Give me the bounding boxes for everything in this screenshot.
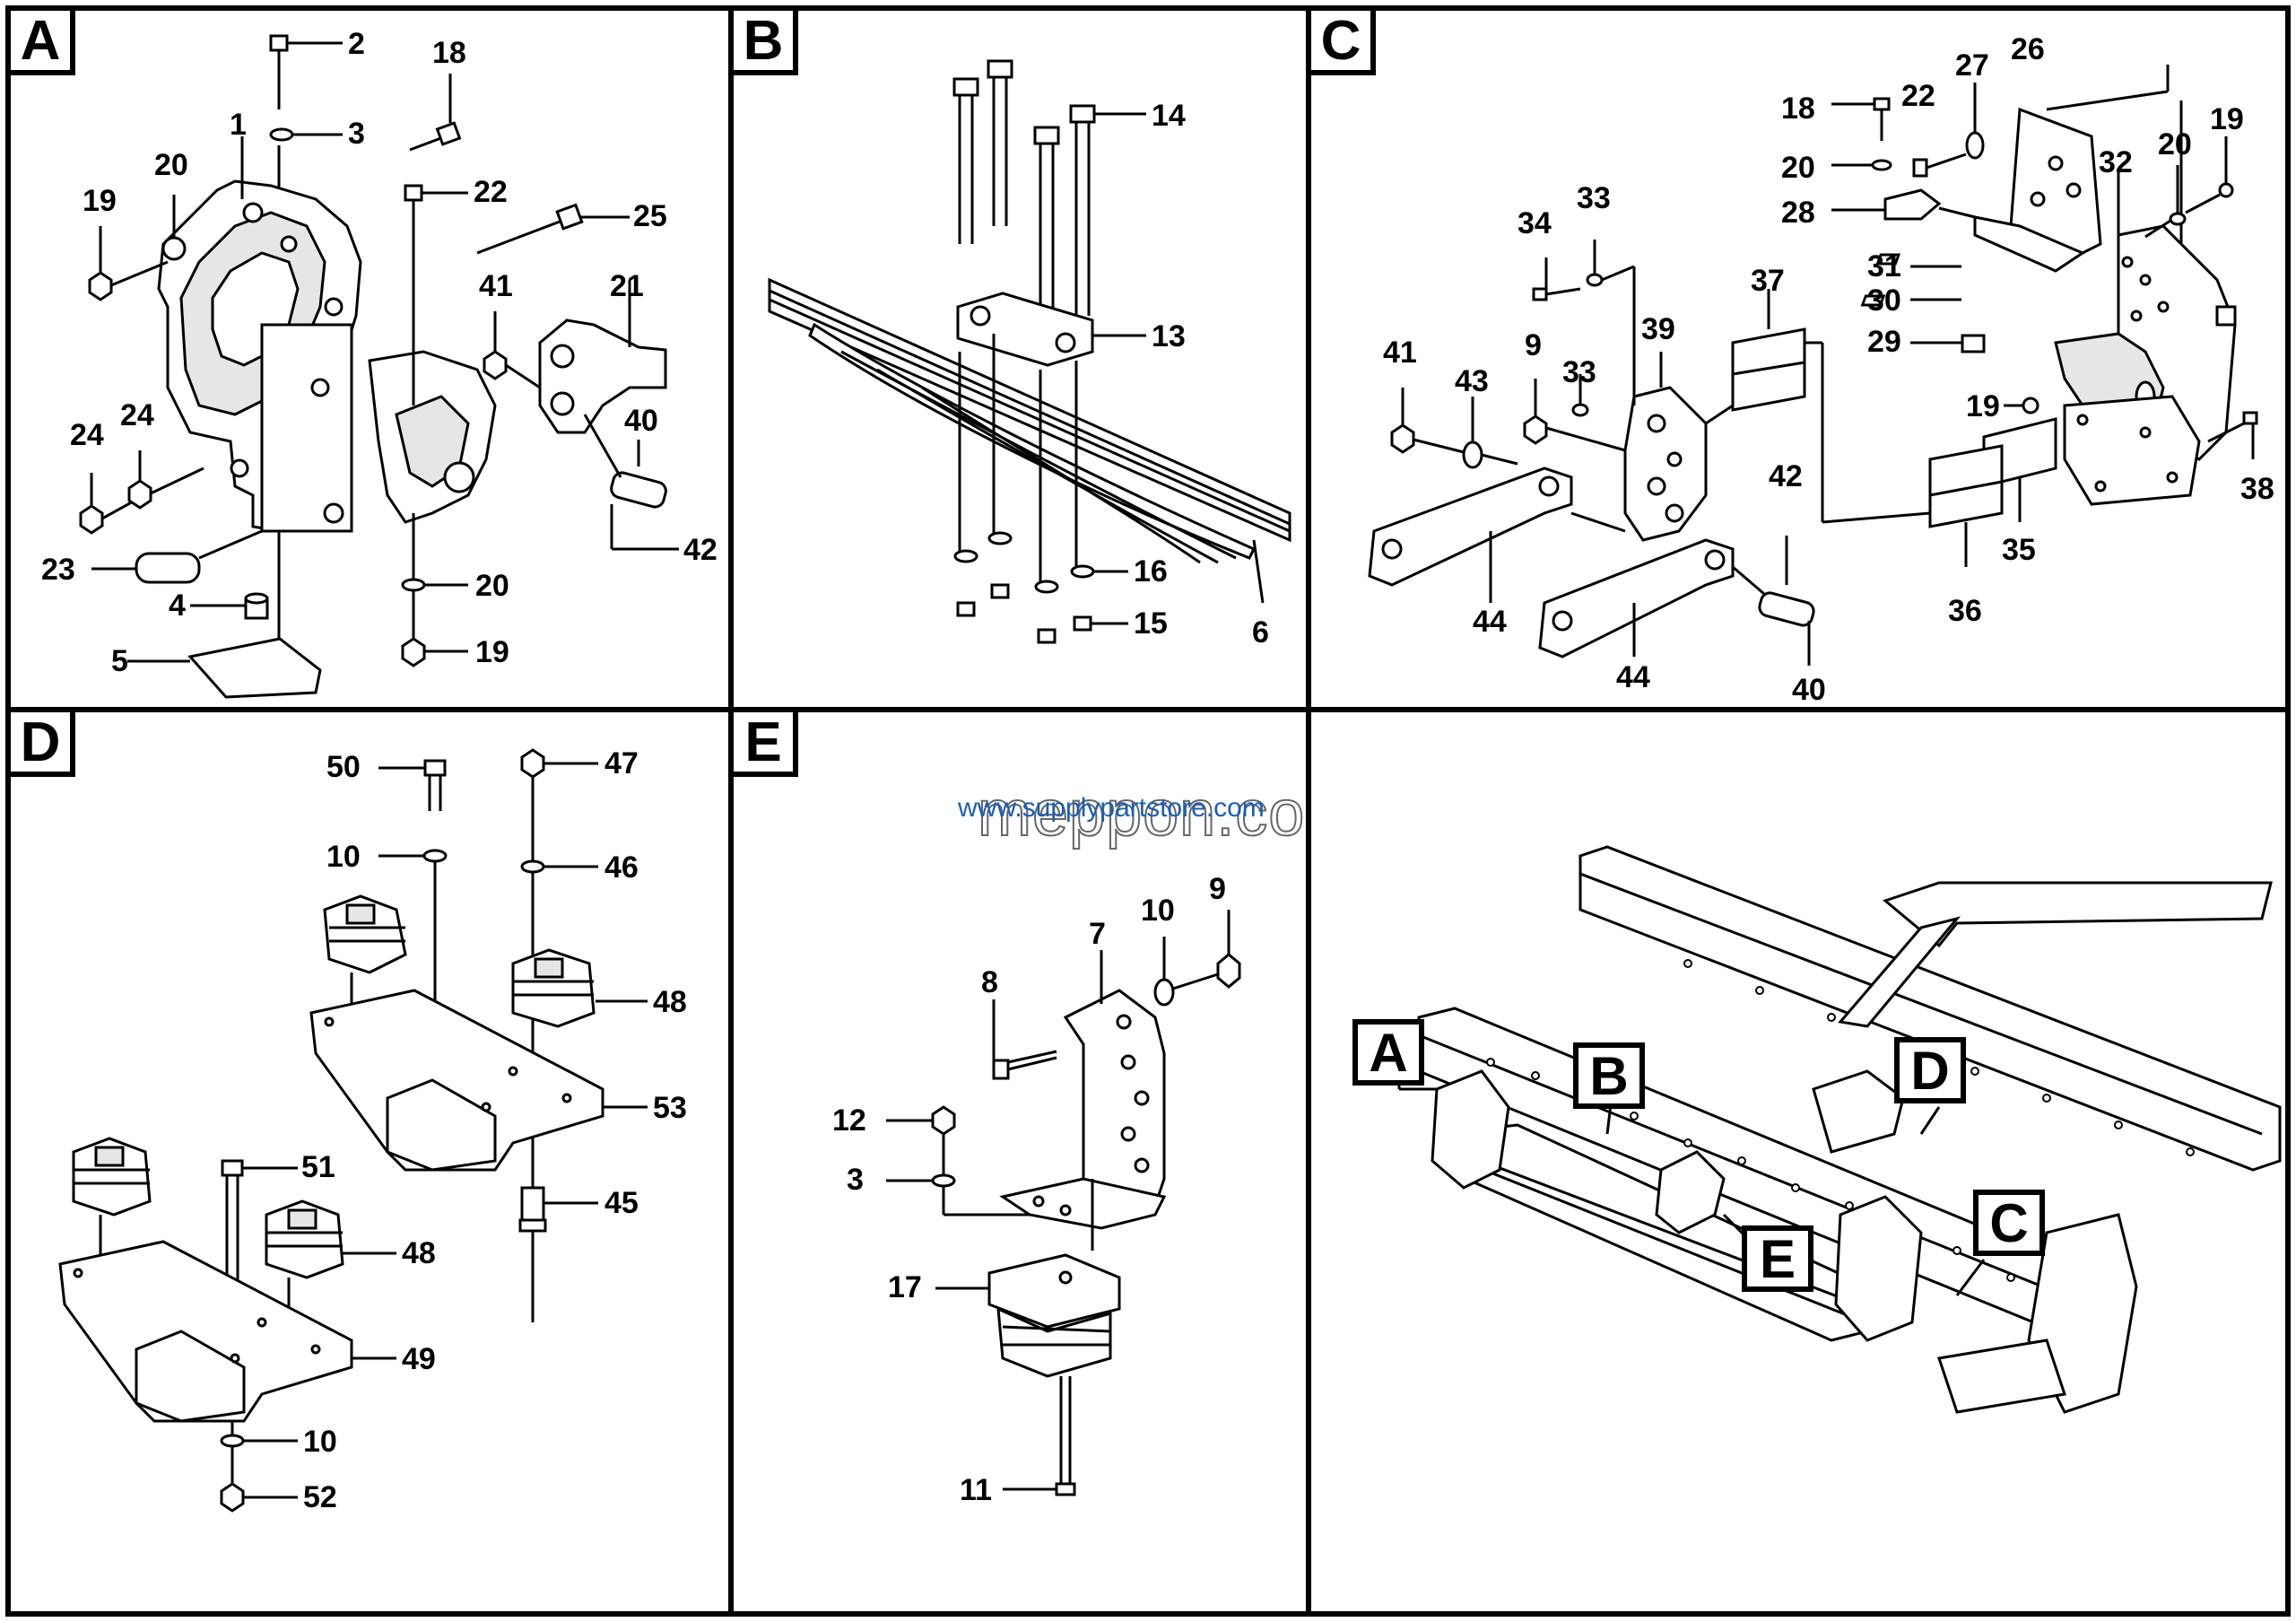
label-e-3: 3 — [847, 1163, 864, 1197]
label-c-19-mid: 19 — [1966, 389, 2000, 423]
overview-panel: A B D E C — [1306, 707, 2291, 1617]
label-b-16: 16 — [1134, 554, 1168, 589]
label-a-24-right: 24 — [120, 398, 154, 432]
label-a-3: 3 — [348, 117, 365, 151]
panel-d-drawing — [58, 748, 648, 1513]
label-a-22: 22 — [474, 175, 508, 209]
label-c-26: 26 — [2011, 32, 2045, 66]
label-c-9: 9 — [1525, 328, 1542, 362]
callout-c: C — [1973, 1190, 2045, 1256]
label-c-44-lower: 44 — [1616, 660, 1650, 694]
label-c-36: 36 — [1948, 594, 1982, 628]
label-a-2: 2 — [348, 27, 365, 61]
label-c-33-mid: 33 — [1562, 355, 1596, 389]
label-c-27: 27 — [1955, 48, 1989, 83]
label-c-41: 41 — [1383, 336, 1417, 370]
label-c-35: 35 — [2002, 533, 2036, 567]
panel-e-letter: E — [734, 711, 798, 777]
label-c-31: 31 — [1867, 249, 1901, 283]
panel-a-letter: A — [11, 10, 75, 75]
label-d-10-lower: 10 — [303, 1425, 337, 1459]
callout-d: D — [1894, 1037, 1966, 1103]
label-a-40: 40 — [624, 404, 658, 438]
callout-b: B — [1573, 1042, 1645, 1109]
label-c-38: 38 — [2240, 472, 2274, 506]
panel-c-letter: C — [1311, 10, 1376, 75]
label-e-8: 8 — [981, 965, 998, 999]
label-b-15: 15 — [1134, 606, 1168, 641]
chassis-overview-drawing — [1397, 845, 2282, 1414]
label-c-30: 30 — [1867, 283, 1901, 318]
label-c-22: 22 — [1901, 79, 1935, 113]
label-c-42: 42 — [1769, 459, 1803, 493]
label-b-14: 14 — [1152, 99, 1186, 133]
label-c-37: 37 — [1751, 264, 1785, 298]
panel-b: B — [728, 5, 1311, 712]
label-c-39: 39 — [1641, 312, 1675, 346]
label-a-25: 25 — [633, 199, 667, 233]
callout-e: E — [1742, 1225, 1813, 1292]
label-a-41: 41 — [479, 269, 513, 303]
watermark-brand: meppon.co — [977, 777, 1306, 850]
panel-a: A — [5, 5, 734, 712]
label-c-34: 34 — [1518, 206, 1552, 240]
panel-a-drawing — [79, 34, 679, 699]
label-c-19: 19 — [2210, 102, 2244, 136]
label-e-9: 9 — [1209, 872, 1226, 906]
label-a-23: 23 — [41, 553, 75, 587]
label-d-10: 10 — [326, 840, 361, 874]
label-d-52: 52 — [303, 1480, 337, 1514]
label-e-11: 11 — [960, 1473, 992, 1507]
label-c-18: 18 — [1781, 92, 1815, 126]
label-a-42: 42 — [683, 533, 718, 567]
panel-c: C — [1306, 5, 2291, 712]
label-c-20-right: 20 — [2158, 127, 2192, 161]
label-c-20: 20 — [1781, 151, 1815, 185]
label-d-50: 50 — [326, 750, 361, 784]
label-e-17: 17 — [888, 1270, 922, 1304]
panel-d-letter: D — [11, 711, 75, 777]
panel-b-drawing — [768, 59, 1292, 644]
callout-a: A — [1352, 1019, 1424, 1086]
panel-c-drawing — [1368, 65, 2258, 666]
label-d-48-right: 48 — [653, 985, 687, 1019]
label-c-40: 40 — [1792, 673, 1826, 707]
panel-e-drawing — [886, 910, 1241, 1496]
label-d-48-lower: 48 — [402, 1236, 436, 1270]
label-a-21: 21 — [610, 269, 644, 303]
label-b-13: 13 — [1152, 319, 1186, 353]
bolt-2-head — [269, 34, 289, 52]
label-e-10: 10 — [1141, 894, 1175, 928]
label-c-32: 32 — [2099, 145, 2133, 179]
label-c-33: 33 — [1577, 181, 1611, 215]
label-b-6: 6 — [1252, 615, 1269, 650]
label-d-49: 49 — [402, 1342, 436, 1376]
label-a-1: 1 — [230, 108, 247, 142]
label-c-44-upper: 44 — [1473, 605, 1507, 639]
label-a-19-bottom: 19 — [475, 635, 509, 669]
label-a-5: 5 — [111, 644, 128, 678]
label-a-20-bottom: 20 — [475, 569, 509, 603]
label-a-24-left: 24 — [70, 418, 104, 452]
label-e-7: 7 — [1089, 917, 1106, 951]
label-e-12: 12 — [832, 1103, 866, 1138]
label-d-46: 46 — [604, 850, 639, 885]
label-c-43: 43 — [1455, 364, 1489, 398]
label-a-20: 20 — [154, 148, 188, 182]
label-d-45: 45 — [604, 1186, 639, 1220]
label-a-19: 19 — [83, 184, 117, 218]
panel-b-letter: B — [734, 10, 798, 75]
label-d-51: 51 — [301, 1150, 335, 1184]
label-a-18: 18 — [432, 36, 466, 70]
label-d-47: 47 — [604, 746, 639, 780]
label-c-28: 28 — [1781, 196, 1815, 230]
label-c-29: 29 — [1867, 325, 1901, 359]
label-a-4: 4 — [169, 589, 186, 623]
panel-d: D — [5, 707, 734, 1617]
watermark-url: www.supplypartstore.com — [958, 793, 1265, 823]
label-d-53: 53 — [653, 1091, 687, 1125]
